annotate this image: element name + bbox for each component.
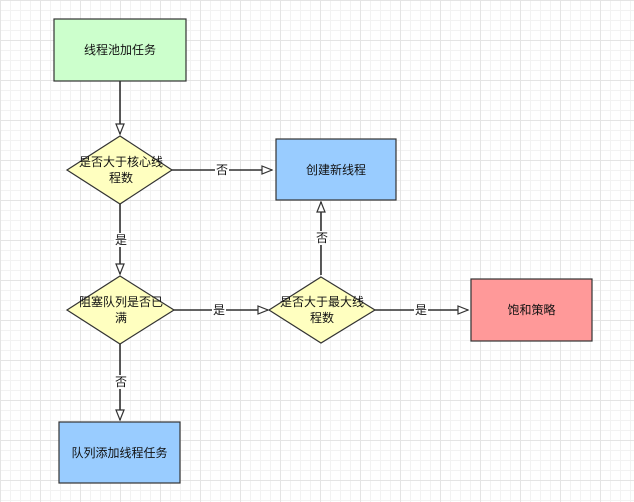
queue-decision-diamond [65,275,176,345]
edge-label-max-no: 否 [315,231,330,245]
edge-label-queue-no: 否 [114,375,129,389]
start-label: 线程池加任务 [83,43,156,57]
edge-label-queue-yes: 是 [212,303,227,317]
add-queue-box [58,421,181,484]
add-queue-label: 队列添加线程任务 [71,445,168,460]
edge-label-core-no: 否 [215,163,230,177]
start-box [53,18,187,82]
queue-decision-label: 阻塞队列是否已满 [78,295,163,325]
max-decision-diamond [267,276,377,344]
create-thread-label: 创建新线程 [305,162,366,177]
max-decision-label: 是否大于最大线程数 [279,295,364,325]
core-decision-label: 是否大于核心线程数 [78,155,163,185]
core-decision-diamond [65,135,174,205]
saturation-box [470,278,593,342]
create-thread-box [275,138,397,201]
edge-label-core-yes: 是 [114,233,129,247]
saturation-label: 饱和策略 [507,303,556,317]
edge-label-max-yes: 是 [414,303,429,317]
